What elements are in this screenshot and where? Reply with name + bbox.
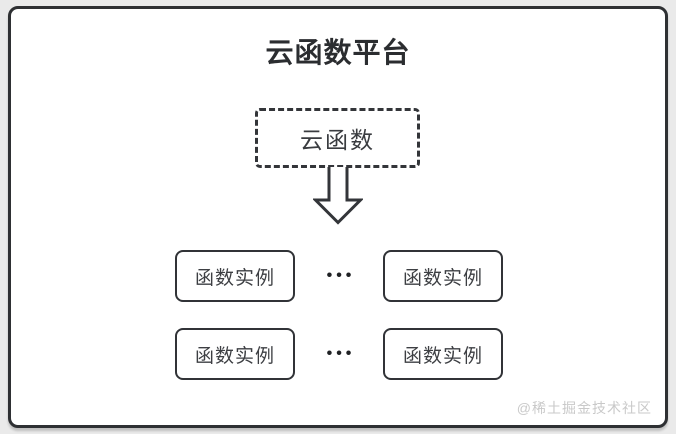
ellipsis-row1: ••• (326, 267, 356, 284)
function-instance-node: 函数实例 (175, 250, 295, 302)
function-instance-label: 函数实例 (194, 345, 275, 367)
function-instance-node: 函数实例 (175, 328, 295, 380)
function-instance-label: 函数实例 (402, 267, 483, 289)
down-arrow-icon (313, 167, 363, 225)
function-instance-label: 函数实例 (194, 267, 275, 289)
function-instance-label: 函数实例 (402, 345, 483, 367)
cloud-function-label: 云函数 (300, 127, 375, 153)
diagram-title: 云函数平台 (265, 37, 411, 68)
platform-frame: 云函数平台 云函数 函数实例 ••• 函数实例 函数实例 ••• 函数实例 @稀… (8, 6, 668, 428)
function-instance-node: 函数实例 (383, 250, 503, 302)
ellipsis-row2: ••• (326, 345, 356, 362)
cloud-function-node: 云函数 (255, 108, 420, 168)
watermark: @稀土掘金技术社区 (516, 400, 652, 416)
function-instance-node: 函数实例 (383, 328, 503, 380)
